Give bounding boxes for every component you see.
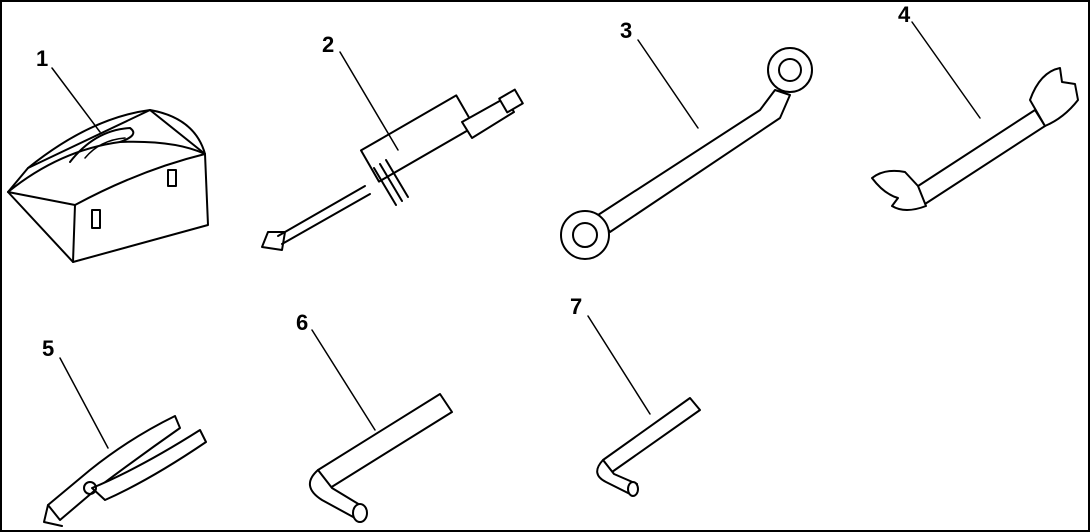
callout-label-4: 4 bbox=[898, 2, 911, 27]
callout-label-2: 2 bbox=[322, 32, 334, 57]
open-end-wrench-icon bbox=[871, 67, 1079, 211]
hex-key-small-icon bbox=[596, 397, 701, 497]
pliers-icon bbox=[43, 415, 207, 527]
grease-gun-icon bbox=[261, 88, 524, 251]
callout-label-7: 7 bbox=[570, 294, 582, 319]
callout-label-6: 6 bbox=[296, 310, 308, 335]
leader-line-1 bbox=[51, 67, 101, 133]
leader-line-6 bbox=[311, 329, 376, 431]
leader-line-4 bbox=[911, 21, 981, 119]
toolbox-icon bbox=[7, 109, 209, 263]
callout-label-3: 3 bbox=[620, 18, 632, 43]
leader-line-3 bbox=[637, 39, 699, 129]
leader-line-2 bbox=[339, 51, 399, 151]
hex-key-large-icon bbox=[309, 393, 453, 523]
callout-label-1: 1 bbox=[36, 46, 48, 71]
box-end-wrench-icon bbox=[560, 47, 813, 260]
callout-label-5: 5 bbox=[42, 336, 54, 361]
leader-line-5 bbox=[59, 357, 109, 449]
leader-line-7 bbox=[587, 315, 651, 415]
